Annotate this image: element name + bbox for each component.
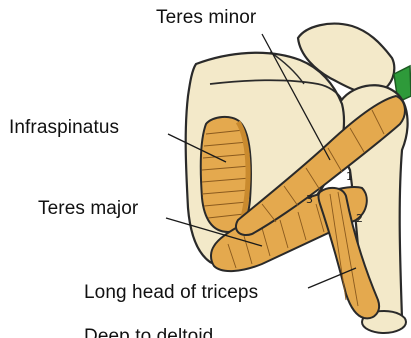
marker-2: 2: [356, 212, 363, 225]
long-head-triceps-label: Long head of triceps: [84, 282, 258, 304]
teres-major-label: Teres major: [38, 198, 138, 220]
marker-3: 3: [306, 193, 313, 206]
infraspinatus-label: Infraspinatus: [9, 117, 119, 139]
teres-minor-label: Teres minor: [156, 7, 256, 29]
cutoff-bottom-label: Deep to deltoid: [84, 326, 213, 338]
marker-1: 1: [346, 170, 353, 183]
